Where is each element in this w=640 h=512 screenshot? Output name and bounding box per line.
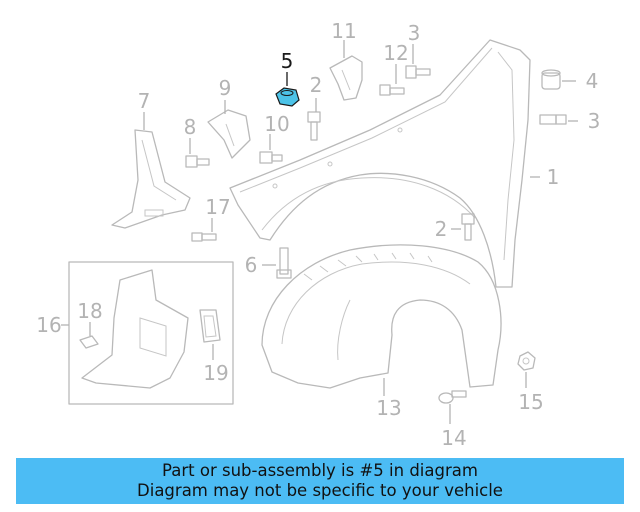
callout-18: 18 xyxy=(77,299,102,323)
notice-line-2: Diagram may not be specific to your vehi… xyxy=(137,481,503,500)
callout-3b: 3 xyxy=(588,109,601,133)
callout-2a: 2 xyxy=(310,73,323,97)
notice-banner: Part or sub-assembly is #5 in diagram Di… xyxy=(16,458,624,504)
fastener-bolt-2a xyxy=(307,111,321,141)
fastener-bolt-3a xyxy=(405,65,431,79)
bracket-part-7 xyxy=(111,129,191,229)
callout-5: 5 xyxy=(281,49,294,73)
callout-7: 7 xyxy=(138,89,151,113)
fastener-bolt-12 xyxy=(379,84,405,96)
callout-11: 11 xyxy=(331,19,356,43)
callout-9: 9 xyxy=(219,76,232,100)
callout-12: 12 xyxy=(383,41,408,65)
highlighted-nut-part-5 xyxy=(275,87,300,107)
fastener-screw-14 xyxy=(438,390,467,404)
splash-shield-group xyxy=(68,261,234,405)
inner-liner-part xyxy=(261,244,502,389)
callout-10: 10 xyxy=(264,112,289,136)
callout-16: 16 xyxy=(36,313,61,337)
fastener-bolt-2b xyxy=(461,213,475,241)
fastener-stud-6 xyxy=(276,247,292,279)
callout-3a: 3 xyxy=(408,21,421,45)
fastener-bolt-8 xyxy=(185,155,210,168)
fastener-nut-4 xyxy=(541,69,561,90)
callout-2b: 2 xyxy=(435,217,448,241)
callout-1: 1 xyxy=(547,165,560,189)
callout-6: 6 xyxy=(245,253,258,277)
bracket-part-11 xyxy=(329,55,363,101)
notice-line-1: Part or sub-assembly is #5 in diagram xyxy=(162,461,478,480)
callout-4: 4 xyxy=(586,69,599,93)
callout-13: 13 xyxy=(376,396,401,420)
callout-19: 19 xyxy=(203,361,228,385)
fender-part xyxy=(229,39,531,288)
callout-15: 15 xyxy=(518,390,543,414)
callout-14: 14 xyxy=(441,426,466,450)
fastener-bolt-17 xyxy=(191,232,217,242)
callout-17: 17 xyxy=(205,195,230,219)
fastener-nut-15 xyxy=(517,351,536,371)
fastener-bolt-10 xyxy=(259,151,283,164)
bracket-part-9 xyxy=(207,109,251,159)
leader-lines xyxy=(61,40,578,424)
fastener-bolt-3b xyxy=(539,114,567,125)
callout-8: 8 xyxy=(184,115,197,139)
